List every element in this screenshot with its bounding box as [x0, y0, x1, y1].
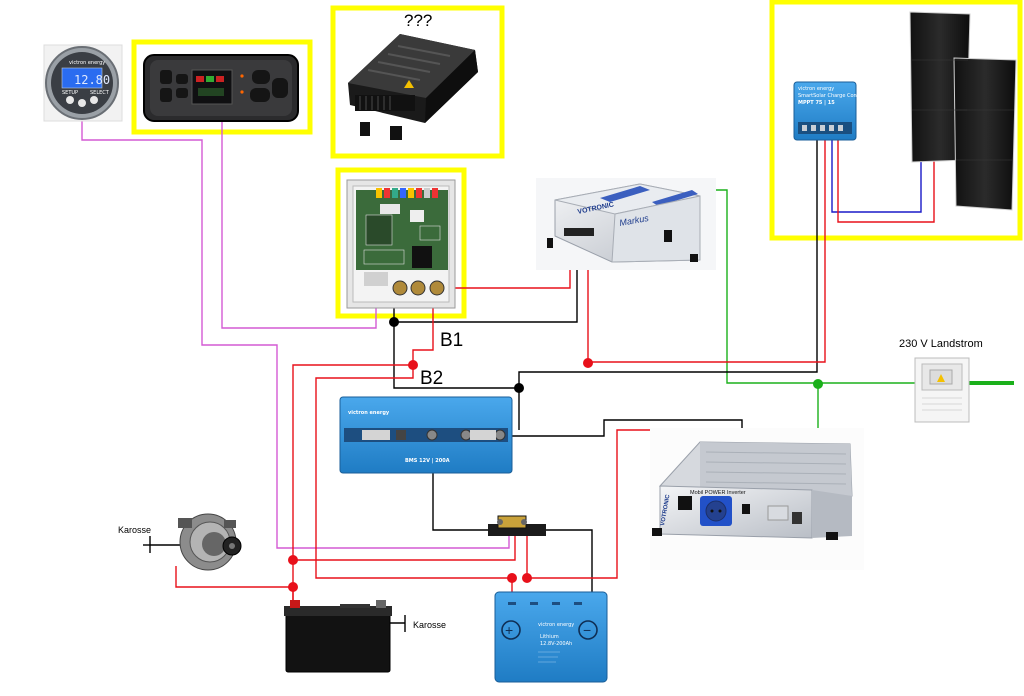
- mppt-controller: victron energy SmartSolar Charge Control…: [793, 81, 873, 141]
- label-b1: B1: [440, 330, 463, 351]
- junction-dot: [288, 582, 298, 592]
- battery-plus-icon: [501, 620, 521, 640]
- votronic-inverter: Mobil POWER Inverter VOTRONIC: [650, 428, 864, 570]
- battery-minus-icon: [578, 620, 598, 640]
- wire-bms-mid: [293, 530, 516, 561]
- wire-charger-ac: [716, 189, 818, 384]
- fuse-row: [376, 188, 438, 198]
- inverter-brand: VOTRONIC: [660, 493, 672, 526]
- wire-solar-pos: [837, 140, 935, 223]
- lithium-brand: victron energy: [538, 622, 574, 628]
- wire-fusebox-neg-charger: [393, 235, 578, 323]
- wire-shunt-lithium-neg: [538, 529, 593, 600]
- wire-bmv-to-lithium: [81, 118, 510, 549]
- terminal-icon: [429, 280, 445, 296]
- wires-solar: [831, 140, 935, 223]
- solar-panel: [953, 57, 1017, 211]
- wire-bms-to-shunt: [432, 450, 498, 531]
- junction-dot: [389, 317, 399, 327]
- battery-terminal-pos: [290, 600, 300, 608]
- wire-alternator-pos: [175, 566, 293, 588]
- bmv-button-icon: [90, 96, 98, 104]
- panel-display-icon: [191, 69, 233, 105]
- wire-fusebox-neg-bms: [393, 322, 520, 430]
- wires-negative: [143, 140, 818, 632]
- highlight-frame-fusebox: [335, 167, 467, 319]
- unknown-device-label: ???: [404, 11, 432, 30]
- lithium-spec: 12.8V-200Ah: [540, 641, 572, 647]
- karosse-label-alternator: Karosse: [118, 525, 151, 535]
- terminal-icon: [426, 429, 438, 441]
- mppt-brand: victron energy: [798, 86, 834, 92]
- lithium-title: Lithium: [540, 634, 559, 640]
- wire-panel-to-fusebox: [221, 122, 377, 329]
- wire-mppt-neg: [518, 140, 818, 388]
- bms-model: BMS 12V | 200A: [405, 458, 450, 464]
- bms-brand: victron energy: [348, 410, 390, 416]
- shore-power-label: 230 V Landstrom: [899, 338, 983, 350]
- bmv-display-value: 12.80: [74, 73, 110, 87]
- lithium-plus-symbol: +: [505, 622, 513, 638]
- votronic-charger: VOTRONIC Markus: [536, 178, 716, 270]
- wire-fusebox-b1: [412, 300, 434, 365]
- terminal-icon: [494, 429, 506, 441]
- terminal-icon: [410, 280, 426, 296]
- junction-dot: [408, 360, 418, 370]
- bmv-button-icon: [78, 99, 86, 107]
- terminal-icon: [392, 280, 408, 296]
- bmv-brand-text: victron energy: [69, 60, 105, 66]
- victron-bms: victron energy BMS 12V | 200A: [339, 396, 513, 474]
- starter-battery: [284, 600, 392, 673]
- mppt-product: SmartSolar Charge Controller: [798, 93, 873, 99]
- wire-bms-inverter-neg: [506, 419, 743, 437]
- warning-icon: [937, 374, 945, 382]
- junction-dot: [813, 379, 823, 389]
- unknown-device: ???: [348, 11, 478, 140]
- junction-dot: [507, 573, 517, 583]
- battery-monitor: victron energy 12.80 SETUP SELECT: [43, 44, 123, 122]
- junction-dot: [288, 555, 298, 565]
- warning-icon: [404, 80, 414, 88]
- socket-icon: [705, 500, 727, 522]
- fuse-box: [346, 179, 456, 309]
- karosse-label-battery: Karosse: [413, 620, 446, 630]
- label-b2: B2: [420, 368, 443, 389]
- junction-dot: [514, 383, 524, 393]
- wire-solar-neg: [831, 140, 922, 213]
- control-panel: [143, 54, 299, 122]
- mppt-model: MPPT 75 | 15: [798, 100, 835, 106]
- highlight-frame-solar: [769, 0, 1023, 241]
- terminal-icon: [460, 429, 472, 441]
- junction-dot: [583, 358, 593, 368]
- shore-power-inlet: 230 V Landstrom: [899, 338, 983, 423]
- wire-b1-loop: [292, 364, 413, 600]
- bmv-btn-left: SETUP: [62, 90, 78, 96]
- lithium-minus-symbol: −: [583, 622, 591, 638]
- bmv-btn-right: SELECT: [90, 90, 110, 96]
- battery-terminal-neg: [376, 600, 386, 608]
- shunt: [488, 515, 546, 536]
- alternator: [178, 513, 242, 571]
- wires-signal: [81, 118, 510, 549]
- lithium-battery: + − victron energy Lithium 12.8V-200Ah: [494, 591, 608, 683]
- wire-b2-loop: [315, 365, 512, 579]
- highlight-frame-unknown: [330, 5, 505, 159]
- junction-dot: [522, 573, 532, 583]
- junction-dots: [288, 317, 823, 592]
- inverter-model: Mobil POWER Inverter: [690, 490, 746, 496]
- wire-mppt-pos: [587, 140, 826, 363]
- bmv-button-icon: [66, 96, 74, 104]
- solar-panels: [909, 11, 1017, 211]
